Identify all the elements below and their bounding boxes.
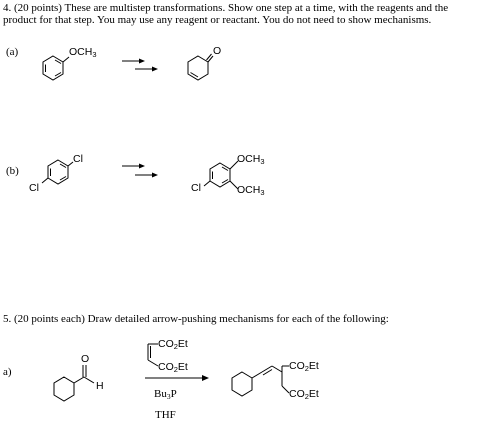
reaction-arrow-q5 [145,375,209,381]
reagent-co2et-top-label: CO2Et [158,338,188,351]
dichloro-cl-left-label: Cl [29,182,39,194]
product-co2et-bottom-label: CO2Et [289,388,319,401]
product-cl-label: Cl [191,182,201,194]
q5a-label: a) [3,366,12,378]
solvent-label: THF [155,409,176,421]
multistep-arrow-a [122,58,158,72]
fumarate-reagent-structure [147,343,159,367]
product-och3-top-label: OCH3 [237,153,265,166]
q5-instructions: 5. (20 points each) Draw detailed arrow-… [3,313,389,325]
multistep-arrow-b [122,163,158,178]
dichlorobenzene-structure [41,159,74,185]
q4b-label: (b) [6,165,19,177]
aldehyde-o-label: O [81,353,90,365]
anisole-och3-label: OCH3 [69,46,97,59]
catalyst-label: Bu3P [154,388,177,401]
cyclohexenone-o-label: O [213,45,222,57]
q4a-label: (a) [6,46,19,58]
cyclohexenone-structure [187,53,214,81]
cyclohexanecarbaldehyde-structure [53,365,95,402]
product-structure-q5 [231,365,290,397]
anisole-structure [42,55,70,81]
aldehyde-h-label: H [96,380,104,392]
q4-instructions-line2: product for that step. You may use any r… [3,14,432,26]
product-co2et-top-label: CO2Et [289,360,319,373]
reagent-co2et-bottom-label: CO2Et [158,361,188,374]
dichloro-cl-top-label: Cl [73,153,83,165]
q4-instructions-line1: 4. (20 points) These are multistep trans… [3,2,449,14]
product-och3-bottom-label: OCH3 [237,184,265,197]
dimethoxychlorobenzene-structure [203,160,239,190]
